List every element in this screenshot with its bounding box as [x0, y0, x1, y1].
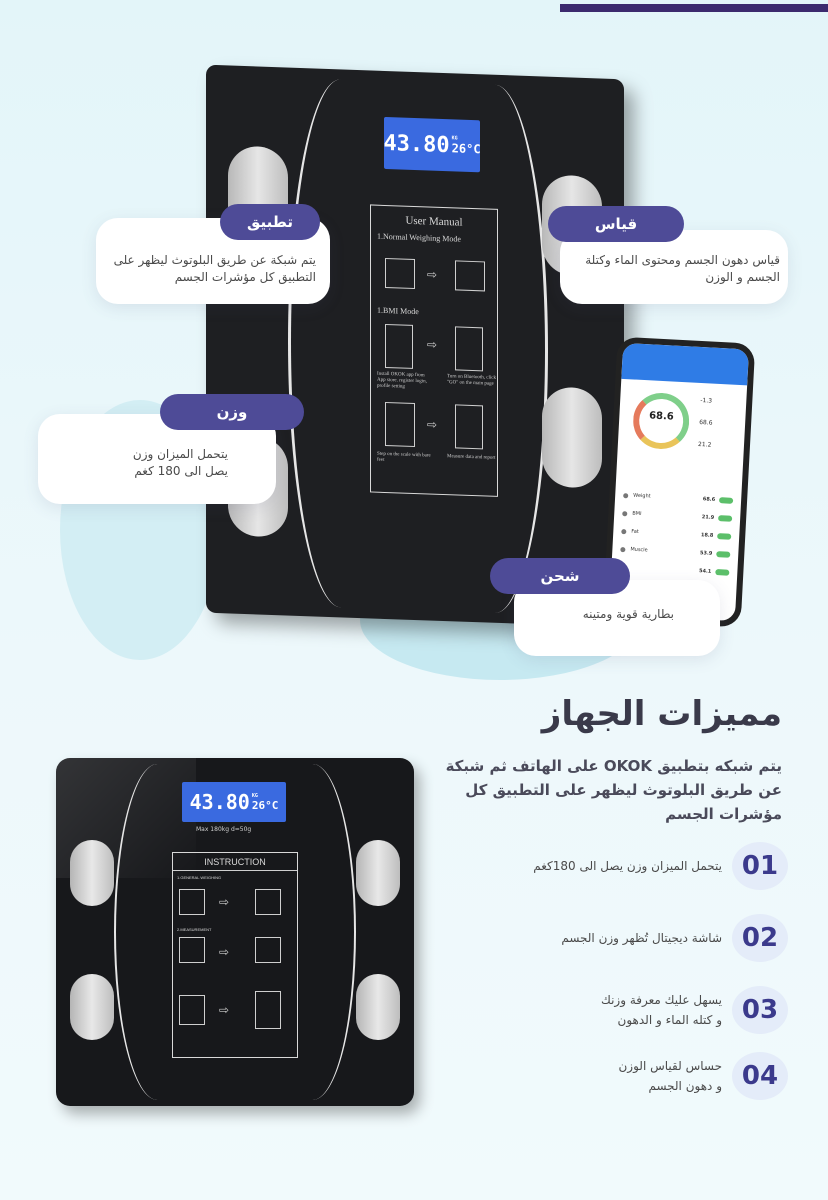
- feature-item: 02 شاشة ديجيتال تُظهر وزن الجسم: [561, 914, 788, 962]
- lcd-weight: 43.80: [189, 790, 250, 814]
- feet-diagram: [455, 260, 485, 292]
- manual-step2: Turn on Bluetooth, click "GO" on the mai…: [447, 374, 496, 387]
- feature-text: يسهل عليك معرفة وزنك و كتله الماء و الده…: [600, 993, 722, 1027]
- features-description: يتم شبكه بتطبيق OKOK على الهاتف ثم شبكة …: [445, 757, 782, 823]
- scale-image-small: 43.80 KG 26°C Max 180kg d=50g INSTRUCTIO…: [56, 758, 414, 1106]
- feet-diagram: [179, 995, 205, 1025]
- manual-step3: Step on the scale with bare feet: [377, 451, 431, 463]
- feature-number: 01: [732, 842, 788, 890]
- instruction-label1: 1.GENERAL WEIGHING: [177, 875, 222, 880]
- feature-item: 01 يتحمل الميزان وزن يصل الى 180كغم: [533, 842, 788, 890]
- instruction-panel: INSTRUCTION 1.GENERAL WEIGHING ⇨ 2.MEASU…: [172, 852, 298, 1058]
- callout-weight: وزن يتحمل الميزان وزن يصل الى 180 كغم: [38, 394, 304, 504]
- arrow-icon: ⇨: [219, 895, 230, 909]
- callout-charge: شحن بطارية قوية ومتينه: [490, 558, 720, 656]
- electrode-pad: [356, 840, 400, 906]
- scale-curve: [312, 764, 356, 1100]
- arrow-icon: ⇨: [427, 267, 438, 282]
- lcd-temp: 26°C: [451, 141, 481, 157]
- callout-charge-text: بطارية قوية ومتينه: [582, 607, 674, 621]
- callout-measure: قياس قياس دهون الجسم ومحتوى الماء وكتلة …: [548, 206, 788, 304]
- manual-mode2: 1.BMI Mode: [377, 305, 419, 317]
- max-capacity-label: Max 180kg d=50g: [196, 826, 252, 833]
- arrow-icon: ⇨: [219, 1003, 230, 1017]
- scale-diagram: [179, 937, 205, 963]
- scale-image-large: 43.80 KG 26°C User Manual 1.Normal Weigh…: [206, 64, 624, 628]
- lcd-display: 43.80 KG 26°C: [182, 782, 286, 822]
- callout-weight-text: يتحمل الميزان وزن يصل الى 180 كغم: [132, 447, 228, 478]
- phone-diagram: [385, 323, 413, 369]
- lcd-weight: 43.80: [383, 130, 450, 158]
- arrow-icon: ⇨: [427, 337, 438, 352]
- feet-diagram: [255, 889, 281, 915]
- feature-text: يتحمل الميزان وزن يصل الى 180كغم: [533, 859, 722, 873]
- electrode-pad: [542, 386, 602, 489]
- manual-title: User Manual: [405, 214, 463, 229]
- instruction-title: INSTRUCTION: [173, 857, 297, 871]
- stat-value: -1.3: [700, 397, 713, 405]
- callout-app-text: يتم شبكة عن طريق البلوتوث ليظهر على التط…: [113, 253, 316, 284]
- callout-measure-title: قياس: [548, 206, 684, 242]
- callout-weight-title: وزن: [160, 394, 304, 430]
- callout-charge-title: شحن: [490, 558, 630, 594]
- electrode-pad: [356, 974, 400, 1040]
- lcd-unit: KG: [251, 792, 258, 799]
- instruction-label2: 2.MEASUREMENT: [177, 927, 212, 932]
- feature-text: حساس لقياس الوزن و دهون الجسم: [618, 1059, 722, 1093]
- features-heading: مميزات الجهاز: [541, 694, 782, 734]
- phone-diagram: [255, 991, 281, 1029]
- feature-number: 04: [732, 1052, 788, 1100]
- arrow-icon: ⇨: [427, 417, 438, 432]
- feature-item: 03 يسهل عليك معرفة وزنك و كتله الماء و ا…: [601, 986, 788, 1034]
- user-manual-panel: User Manual 1.Normal Weighing Mode ⇨ 1.B…: [370, 204, 498, 497]
- callout-app-title: تطبيق: [220, 204, 320, 240]
- feature-number: 02: [732, 914, 788, 962]
- scale-diagram: [385, 257, 415, 289]
- callout-app: تطبيق يتم شبكة عن طريق البلوتوث ليظهر عل…: [96, 204, 330, 304]
- phone-diagram: [455, 404, 483, 450]
- lcd-temp: 26°C: [251, 798, 279, 812]
- feature-item: 04 حساس لقياس الوزن و دهون الجسم: [618, 1052, 788, 1100]
- feature-text: شاشة ديجيتال تُظهر وزن الجسم: [561, 931, 722, 945]
- stat-value: 68.6: [698, 418, 713, 427]
- manual-mode1: 1.Normal Weighing Mode: [377, 231, 461, 244]
- feet-diagram: [385, 401, 415, 447]
- top-accent-bar: [560, 4, 828, 12]
- phone-diagram: [455, 326, 483, 372]
- manual-step1: Install OKOK app from App store. registe…: [377, 371, 427, 390]
- app-header: [621, 342, 750, 386]
- scale-curve: [288, 77, 348, 608]
- arrow-icon: ⇨: [219, 945, 230, 959]
- manual-step4: Measure data and report: [447, 454, 496, 461]
- scale-curve: [114, 764, 158, 1100]
- electrode-pad: [70, 840, 114, 906]
- callout-measure-text: قياس دهون الجسم ومحتوى الماء وكتلة الجسم…: [585, 253, 780, 284]
- feature-number: 03: [732, 986, 788, 1034]
- scale-diagram: [179, 889, 205, 915]
- lcd-display: 43.80 KG 26°C: [383, 116, 481, 173]
- metric-row: 54.1: [619, 561, 730, 579]
- electrode-pad: [70, 974, 114, 1040]
- stat-value: 21.2: [697, 440, 712, 449]
- phone-diagram: [255, 937, 281, 963]
